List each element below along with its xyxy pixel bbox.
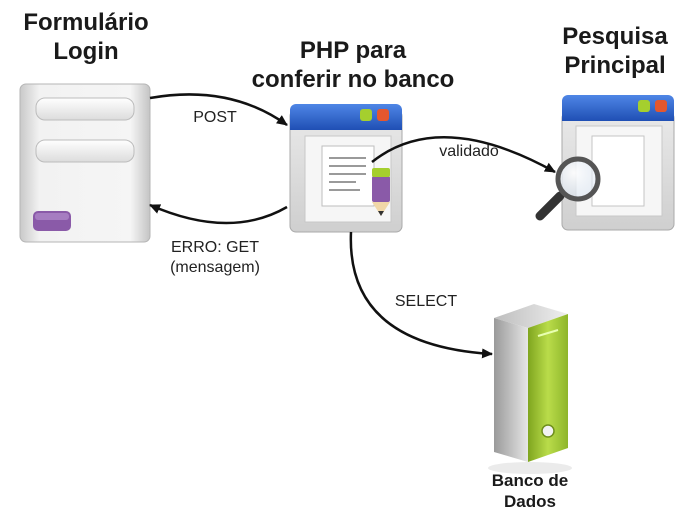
main-search-title-line2: Principal [564,52,666,79]
php-check-title-line1: PHP para [299,37,407,64]
main-search-title-line1: Pesquisa [562,23,668,50]
validated-arrow [371,136,556,174]
post-arrow [149,93,288,127]
login-form-title-line1: Formulário [23,9,149,36]
error-arrow [149,203,288,225]
post-edge-label: POST [193,109,237,126]
select-edge-label: SELECT [394,293,458,310]
database-title-line1: Banco de [491,471,569,490]
error-edge-label: ERRO: GET (mensagem) [150,238,280,278]
select-arrow [349,231,493,359]
login-form-title-line2: Login [53,38,119,65]
database-server-icon [488,304,572,474]
validated-edge-label: validado [439,143,499,160]
pencil-icon [372,168,390,216]
database-title-line2: Dados [504,492,556,511]
database-title: Banco de Dados [470,470,590,512]
php-check-title: PHP para conferir no banco [244,36,462,94]
error-edge-label-line2: (mensagem) [170,259,260,276]
login-form-title: Formulário Login [8,8,164,66]
php-check-title-line2: conferir no banco [251,66,455,93]
error-edge-label-line1: ERRO: GET [170,239,259,256]
magnifier-icon [535,156,601,221]
login-form-icon [19,83,151,243]
main-search-title: Pesquisa Principal [545,22,685,80]
